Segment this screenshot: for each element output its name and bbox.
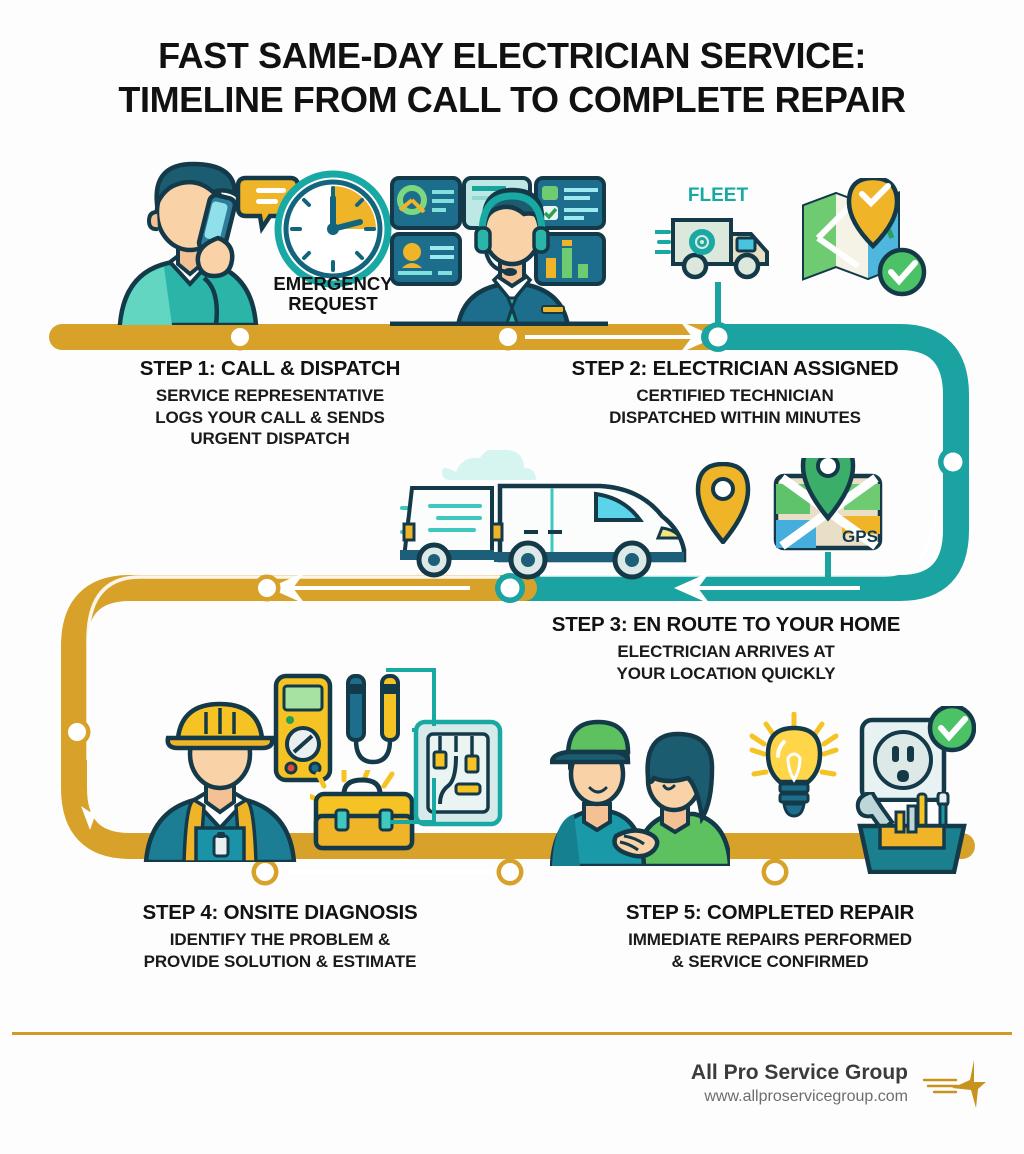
- handshake-customer-icon: [550, 719, 730, 866]
- fleet-truck-icon: [655, 218, 769, 280]
- step-2-text-block: STEP 2: ELECTRICIAN ASSIGNED CERTIFIED T…: [520, 356, 950, 428]
- timeline-node-10: [766, 863, 784, 881]
- footer: All Pro Service Group www.allproserviceg…: [0, 1058, 1024, 1110]
- electrical-panel-icon: [412, 719, 503, 827]
- timeline-node-5: [500, 578, 520, 598]
- timeline-node-4: [943, 452, 963, 472]
- panel-wire-icon: [386, 668, 436, 824]
- step-3-text-block: STEP 3: EN ROUTE TO YOUR HOME ELECTRICIA…: [506, 612, 946, 684]
- timeline-node-1: [231, 328, 249, 346]
- step-3-title: STEP 3: EN ROUTE TO YOUR HOME: [551, 613, 901, 636]
- step-5-text-block: STEP 5: COMPLETED REPAIR IMMEDIATE REPAI…: [550, 900, 990, 972]
- clock-icon: [274, 170, 392, 288]
- test-probes-icon: [346, 674, 400, 765]
- timeline-node-9: [501, 863, 519, 881]
- page-title: FAST SAME-DAY ELECTRICIAN SERVICE: TIMEL…: [0, 34, 1024, 122]
- lightbulb-icon: [749, 712, 839, 818]
- dispatcher-workstation-icon: [390, 176, 608, 326]
- title-line-1: FAST SAME-DAY ELECTRICIAN SERVICE:: [158, 35, 866, 76]
- timeline-node-2: [499, 328, 517, 346]
- timeline-node-3: [708, 327, 728, 347]
- footer-divider: [12, 1032, 1012, 1035]
- star-swoosh-logo-icon: [922, 1060, 986, 1108]
- company-url[interactable]: www.allproservicegroup.com: [704, 1088, 908, 1105]
- emergency-request-label: EMERGENCY REQUEST: [273, 273, 393, 314]
- electrician-with-helmet-icon: [143, 701, 297, 862]
- timeline-node-6: [258, 579, 276, 597]
- location-pin-icon: [695, 462, 751, 544]
- timeline-node-8: [256, 863, 274, 881]
- step-1-desc: SERVICE REPRESENTATIVE LOGS YOUR CALL & …: [155, 386, 385, 448]
- outlet-with-check-icon: [859, 706, 976, 802]
- timeline-inner-line-right-u: [540, 469, 942, 577]
- step-2-desc: CERTIFIED TECHNICIAN DISPATCHED WITHIN M…: [609, 386, 861, 427]
- fleet-label: FLEET: [687, 185, 749, 206]
- step-5-title: STEP 5: COMPLETED REPAIR: [625, 901, 915, 924]
- service-vans-icon: [400, 450, 687, 580]
- gps-map-icon: GPS: [773, 458, 883, 551]
- company-name: All Pro Service Group: [690, 1061, 908, 1084]
- step-1-title: STEP 1: CALL & DISPATCH: [139, 357, 401, 380]
- step-2-title: STEP 2: ELECTRICIAN ASSIGNED: [571, 357, 899, 380]
- multimeter-icon: [273, 673, 333, 783]
- step-4-desc: IDENTIFY THE PROBLEM & PROVIDE SOLUTION …: [143, 930, 417, 971]
- footer-text-block: All Pro Service Group www.allproserviceg…: [691, 1060, 908, 1108]
- timeline-inner-line-left-u: [86, 575, 500, 760]
- timeline-segment-left-u-gold: [61, 575, 975, 859]
- step-4-title: STEP 4: ONSITE DIAGNOSIS: [142, 901, 418, 924]
- timeline-path: [49, 282, 975, 886]
- toolbox-icon: [310, 770, 415, 851]
- step-3-desc: ELECTRICIAN ARRIVES AT YOUR LOCATION QUI…: [616, 642, 836, 683]
- title-line-2: TIMELINE FROM CALL TO COMPLETE REPAIR: [118, 79, 906, 120]
- map-with-check-icon: [802, 178, 927, 297]
- step-1-text-block: STEP 1: CALL & DISPATCH SERVICE REPRESEN…: [60, 356, 480, 450]
- timeline-arrow-left-curve: [81, 804, 99, 830]
- timeline-node-7: [68, 723, 86, 741]
- step-5-desc: IMMEDIATE REPAIRS PERFORMED & SERVICE CO…: [628, 930, 912, 971]
- step-4-text-block: STEP 4: ONSITE DIAGNOSIS IDENTIFY THE PR…: [60, 900, 500, 972]
- gps-map-label: GPS: [842, 527, 878, 546]
- tool-bucket-icon: [855, 792, 967, 874]
